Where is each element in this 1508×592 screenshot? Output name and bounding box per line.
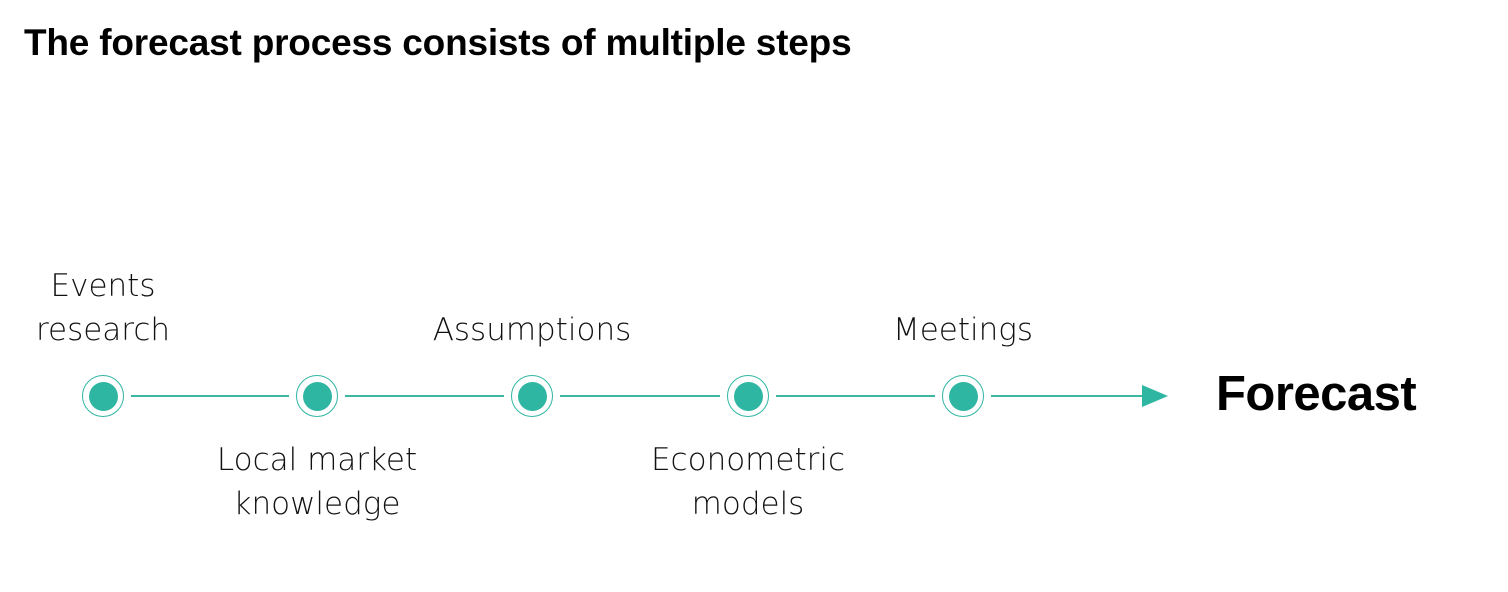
- timeline-connector: [560, 395, 720, 397]
- node-dot-icon: [733, 381, 763, 411]
- arrow-right-icon: [1142, 385, 1168, 407]
- page-title: The forecast process consists of multipl…: [24, 22, 852, 63]
- timeline-node-5[interactable]: [942, 375, 984, 417]
- outcome-label: Forecast: [1216, 367, 1417, 421]
- step-label-2: Local market knowledge: [216, 442, 418, 522]
- timeline-connector: [131, 395, 289, 397]
- step-label-1: Events research: [35, 268, 171, 348]
- timeline-node-4[interactable]: [727, 375, 769, 417]
- timeline-connector: [776, 395, 935, 397]
- timeline-connector-final: [991, 395, 1142, 397]
- timeline-connector: [345, 395, 504, 397]
- timeline-node-3[interactable]: [511, 375, 553, 417]
- step-label-4: Econometric models: [650, 442, 846, 522]
- node-dot-icon: [948, 381, 978, 411]
- node-dot-icon: [517, 381, 547, 411]
- step-label-3: Assumptions: [432, 312, 632, 348]
- timeline-node-1[interactable]: [82, 375, 124, 417]
- node-dot-icon: [88, 381, 118, 411]
- node-dot-icon: [302, 381, 332, 411]
- step-label-5: Meetings: [892, 312, 1034, 348]
- timeline-node-2[interactable]: [296, 375, 338, 417]
